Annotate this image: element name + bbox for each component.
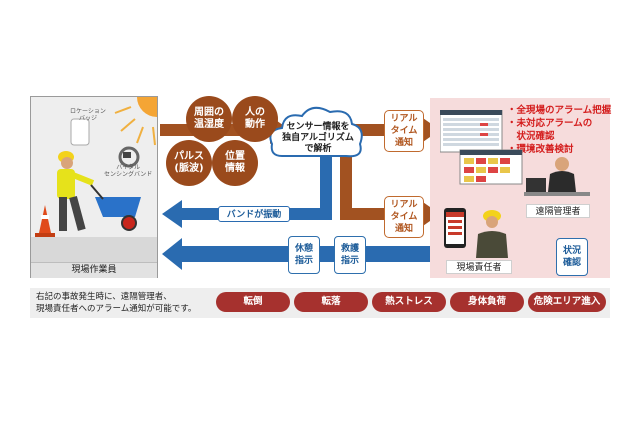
incident-fall: 転倒	[216, 292, 290, 312]
dashboard-screen-icon	[459, 149, 523, 185]
task-item: ・全現場のアラーム把握	[507, 105, 612, 116]
task-item: ・環境改善検討	[507, 144, 574, 155]
analysis-cloud	[269, 106, 363, 158]
bubble-pulse: パルス (脈波)	[166, 140, 212, 186]
realtime-notify-site: リアル タイム 通知	[384, 196, 424, 238]
cloud-analysis-text: センサー情報を 独自アルゴリズム で解析	[282, 122, 354, 154]
task-item: 状況確認	[507, 131, 555, 142]
location-badge-label: ロケーション バッジ	[70, 108, 106, 122]
field-worker-label: 現場作業員	[31, 262, 157, 278]
location-badge-icon	[70, 118, 90, 146]
laptop-icon	[526, 178, 546, 192]
smartphone-icon	[444, 208, 466, 248]
band-vibration-label: バンドが振動	[218, 206, 290, 222]
alarm-note-line1: 右記の事故発生時に、遠隔管理者、	[36, 292, 172, 302]
site-manager-figure	[444, 208, 508, 258]
bubble-temp-humidity: 周囲の 温湿度	[186, 96, 232, 142]
vital-band-icon	[118, 146, 140, 168]
dashboard-screens	[440, 110, 523, 185]
vital-band-label: バイタル センシングバンド	[104, 164, 153, 178]
incident-heat-stress: 熱ストレス	[372, 292, 446, 312]
incident-danger-area-entry: 危険エリア進入	[528, 292, 606, 312]
bubble-human-motion: 人の 動作	[232, 96, 278, 142]
bubble-position: 位置 情報	[212, 140, 258, 186]
remote-manager-figure	[524, 157, 590, 196]
remote-manager-task-list: ・全現場のアラーム把握 ・未対応アラームの 状況確認 ・環境改善検討	[507, 104, 611, 156]
incident-physical-load: 身体負荷	[450, 292, 524, 312]
task-item: ・未対応アラームの	[507, 118, 593, 129]
status-check-box: 状況 確認	[556, 238, 588, 276]
traffic-cone-icon	[35, 205, 55, 237]
remote-manager-label: 遠隔管理者	[526, 204, 590, 218]
realtime-notify-remote: リアル タイム 通知	[384, 110, 424, 152]
rest-instruction-box: 休憩 指示	[288, 236, 320, 274]
worker-figure	[57, 151, 95, 231]
incident-fall-from-height: 転落	[294, 292, 368, 312]
alarm-note-line2: 現場責任者へのアラーム通知が可能です。	[36, 304, 197, 314]
rescue-instruction-box: 救護 指示	[334, 236, 366, 274]
dashboard-screen-icon	[440, 110, 503, 153]
alarm-note: 右記の事故発生時に、遠隔管理者、 現場責任者へのアラーム通知が可能です。	[36, 291, 196, 315]
wheelbarrow-icon	[90, 184, 141, 231]
site-manager-label: 現場責任者	[446, 260, 512, 274]
